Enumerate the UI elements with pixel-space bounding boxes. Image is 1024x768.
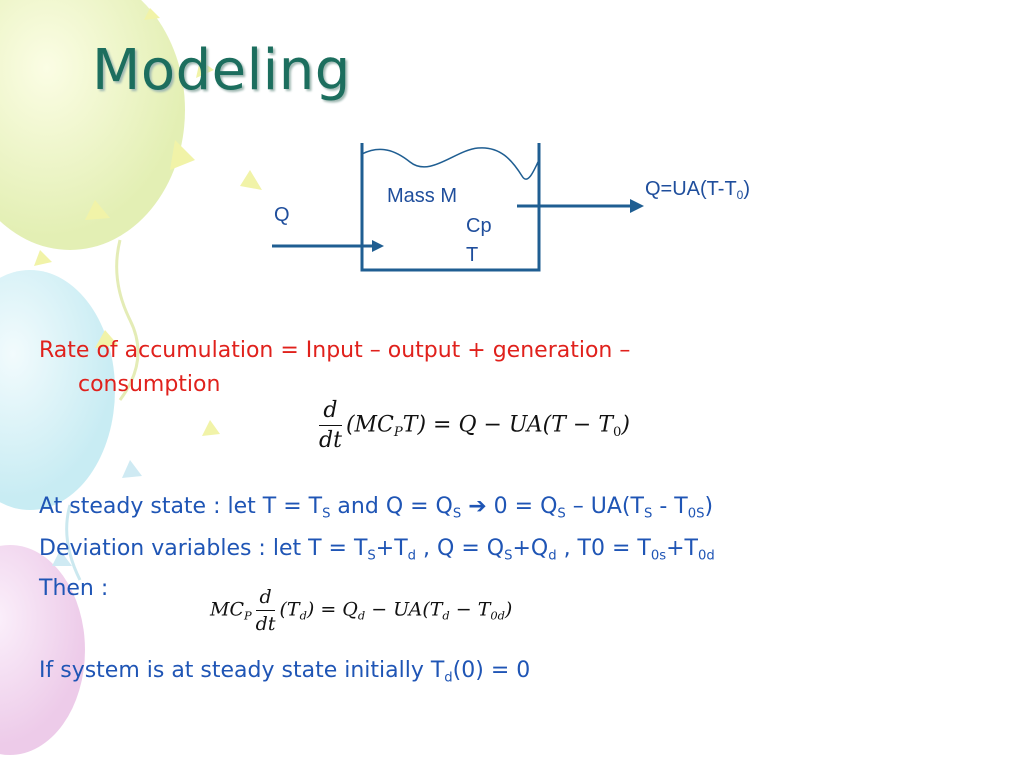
- blue-balloon-icon: [0, 270, 115, 581]
- yellow-balloon-icon: [0, 0, 185, 401]
- temperature-label: T: [466, 244, 479, 266]
- initial-condition-line: If system is at steady state initially T…: [39, 658, 531, 686]
- pink-balloon-icon: [0, 545, 85, 755]
- steady-state-line: At steady state : let T = TS and Q = QS …: [39, 494, 714, 522]
- cp-label: Cp: [466, 215, 492, 237]
- liquid-surface: [361, 147, 540, 180]
- page-title: Modeling: [92, 38, 351, 103]
- then-label: Then :: [39, 576, 109, 601]
- input-heat-label: Q: [274, 204, 290, 226]
- implies-arrow-icon: ➔: [468, 494, 487, 519]
- balance-statement-line1: Rate of accumulation = Input – output + …: [39, 338, 631, 363]
- balance-statement-line2: consumption: [78, 372, 221, 397]
- output-heat-label: Q=UA(T-T0): [645, 178, 751, 203]
- confetti-icon: [34, 8, 262, 436]
- deviation-variables-line: Deviation variables : let T = TS+Td , Q …: [39, 536, 715, 564]
- mass-label: Mass M: [387, 185, 457, 207]
